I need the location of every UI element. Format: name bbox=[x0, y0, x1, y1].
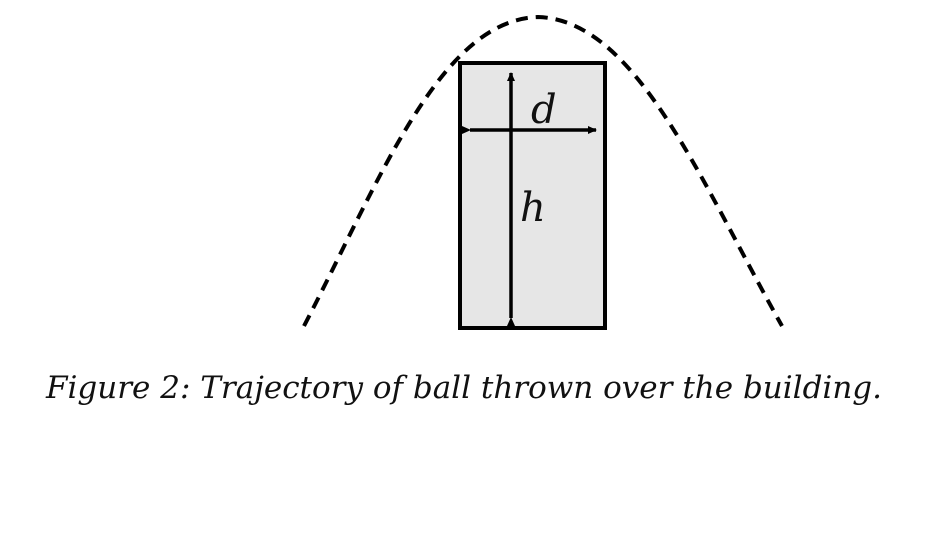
ball-trajectory bbox=[302, 14, 784, 327]
width-label: d bbox=[531, 87, 557, 133]
figure-caption: Figure 2: Trajectory of ball thrown over… bbox=[45, 370, 883, 406]
building bbox=[458, 61, 607, 330]
height-label: h bbox=[520, 185, 546, 231]
